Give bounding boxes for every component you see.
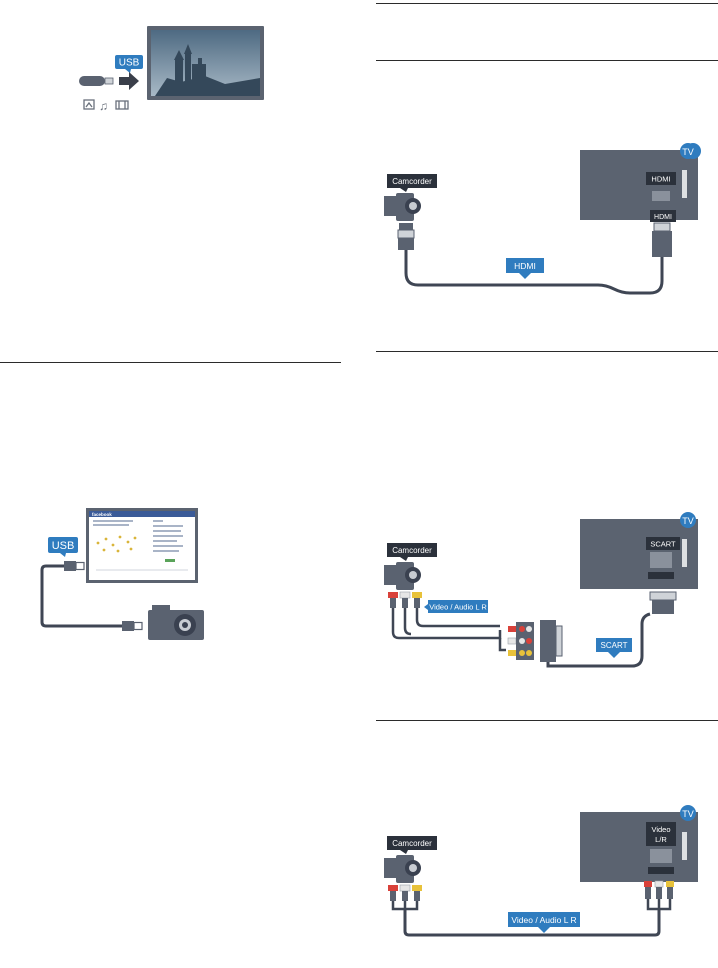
- tv-body: [580, 812, 698, 882]
- hdmi-cable-label: HDMI: [514, 261, 536, 271]
- av-port-label-line2: L/R: [655, 835, 667, 844]
- hdmi-plug-label: HDMI: [654, 214, 672, 221]
- camcorder-label: Camcorder: [392, 177, 432, 186]
- av-cable-label: Video / Audio L R: [429, 603, 487, 612]
- camcorder-icon: [384, 855, 421, 883]
- usb-badge-label: USB: [52, 540, 75, 552]
- tv-body: [580, 519, 698, 589]
- tv-label: TV: [682, 516, 694, 526]
- section-divider: [376, 351, 718, 352]
- section-divider: [0, 362, 341, 363]
- scart-cable-label: SCART: [601, 641, 628, 650]
- photo-icon: [83, 99, 95, 110]
- castle-image: [155, 44, 260, 96]
- tv-label: TV: [682, 147, 694, 157]
- scart-port-label: SCART: [650, 540, 676, 549]
- hdmi-connection-diagram: TV HDMI HDMI Camcorder HDMI: [384, 143, 701, 295]
- usb-badge-label: USB: [119, 58, 140, 69]
- hdmi-cable: [404, 250, 664, 295]
- arrow-right-icon: [119, 72, 139, 90]
- camcorder-label: Camcorder: [392, 546, 432, 555]
- camera-icon: [148, 605, 204, 640]
- music-note-icon: ♫: [99, 99, 108, 113]
- av-cable: [403, 909, 661, 937]
- rca-plugs-camcorder: [388, 884, 422, 901]
- scart-cable: [546, 612, 651, 668]
- section-divider: [376, 720, 718, 721]
- av-cable-label: Video / Audio L R: [511, 915, 576, 925]
- camcorder-icon: [384, 562, 421, 590]
- film-icon: [115, 100, 129, 110]
- site-name: facebook: [92, 512, 112, 517]
- usb-badge: [115, 55, 143, 69]
- tv-body: [580, 150, 698, 220]
- usb-badge: [48, 537, 78, 553]
- tv-label: TV: [682, 809, 694, 819]
- av-ports: [650, 849, 672, 863]
- av-connection-diagram: TV Video L/R Camcorder Video / Audio L R: [384, 805, 698, 937]
- rca-plugs: [388, 591, 422, 608]
- usb-camera-illustration: facebook USB: [40, 508, 204, 640]
- scart-port: [650, 552, 672, 568]
- usb-stick-icon: [79, 76, 105, 86]
- section-divider: [376, 60, 718, 61]
- usb-to-tv-illustration: USB ♫: [79, 26, 264, 113]
- rca-plugs-tv: [644, 880, 674, 899]
- scart-connection-diagram: TV SCART Camcorder Video / Audio L R: [384, 512, 698, 668]
- hdmi-port: [652, 191, 670, 201]
- hdmi-port-label: HDMI: [651, 175, 670, 184]
- section-divider: [376, 3, 718, 4]
- usb-cable: [40, 564, 122, 628]
- scart-adapter: [507, 620, 563, 662]
- camcorder-label: Camcorder: [392, 839, 432, 848]
- camcorder-icon: [384, 193, 421, 221]
- av-port-label-line1: Video: [651, 825, 670, 834]
